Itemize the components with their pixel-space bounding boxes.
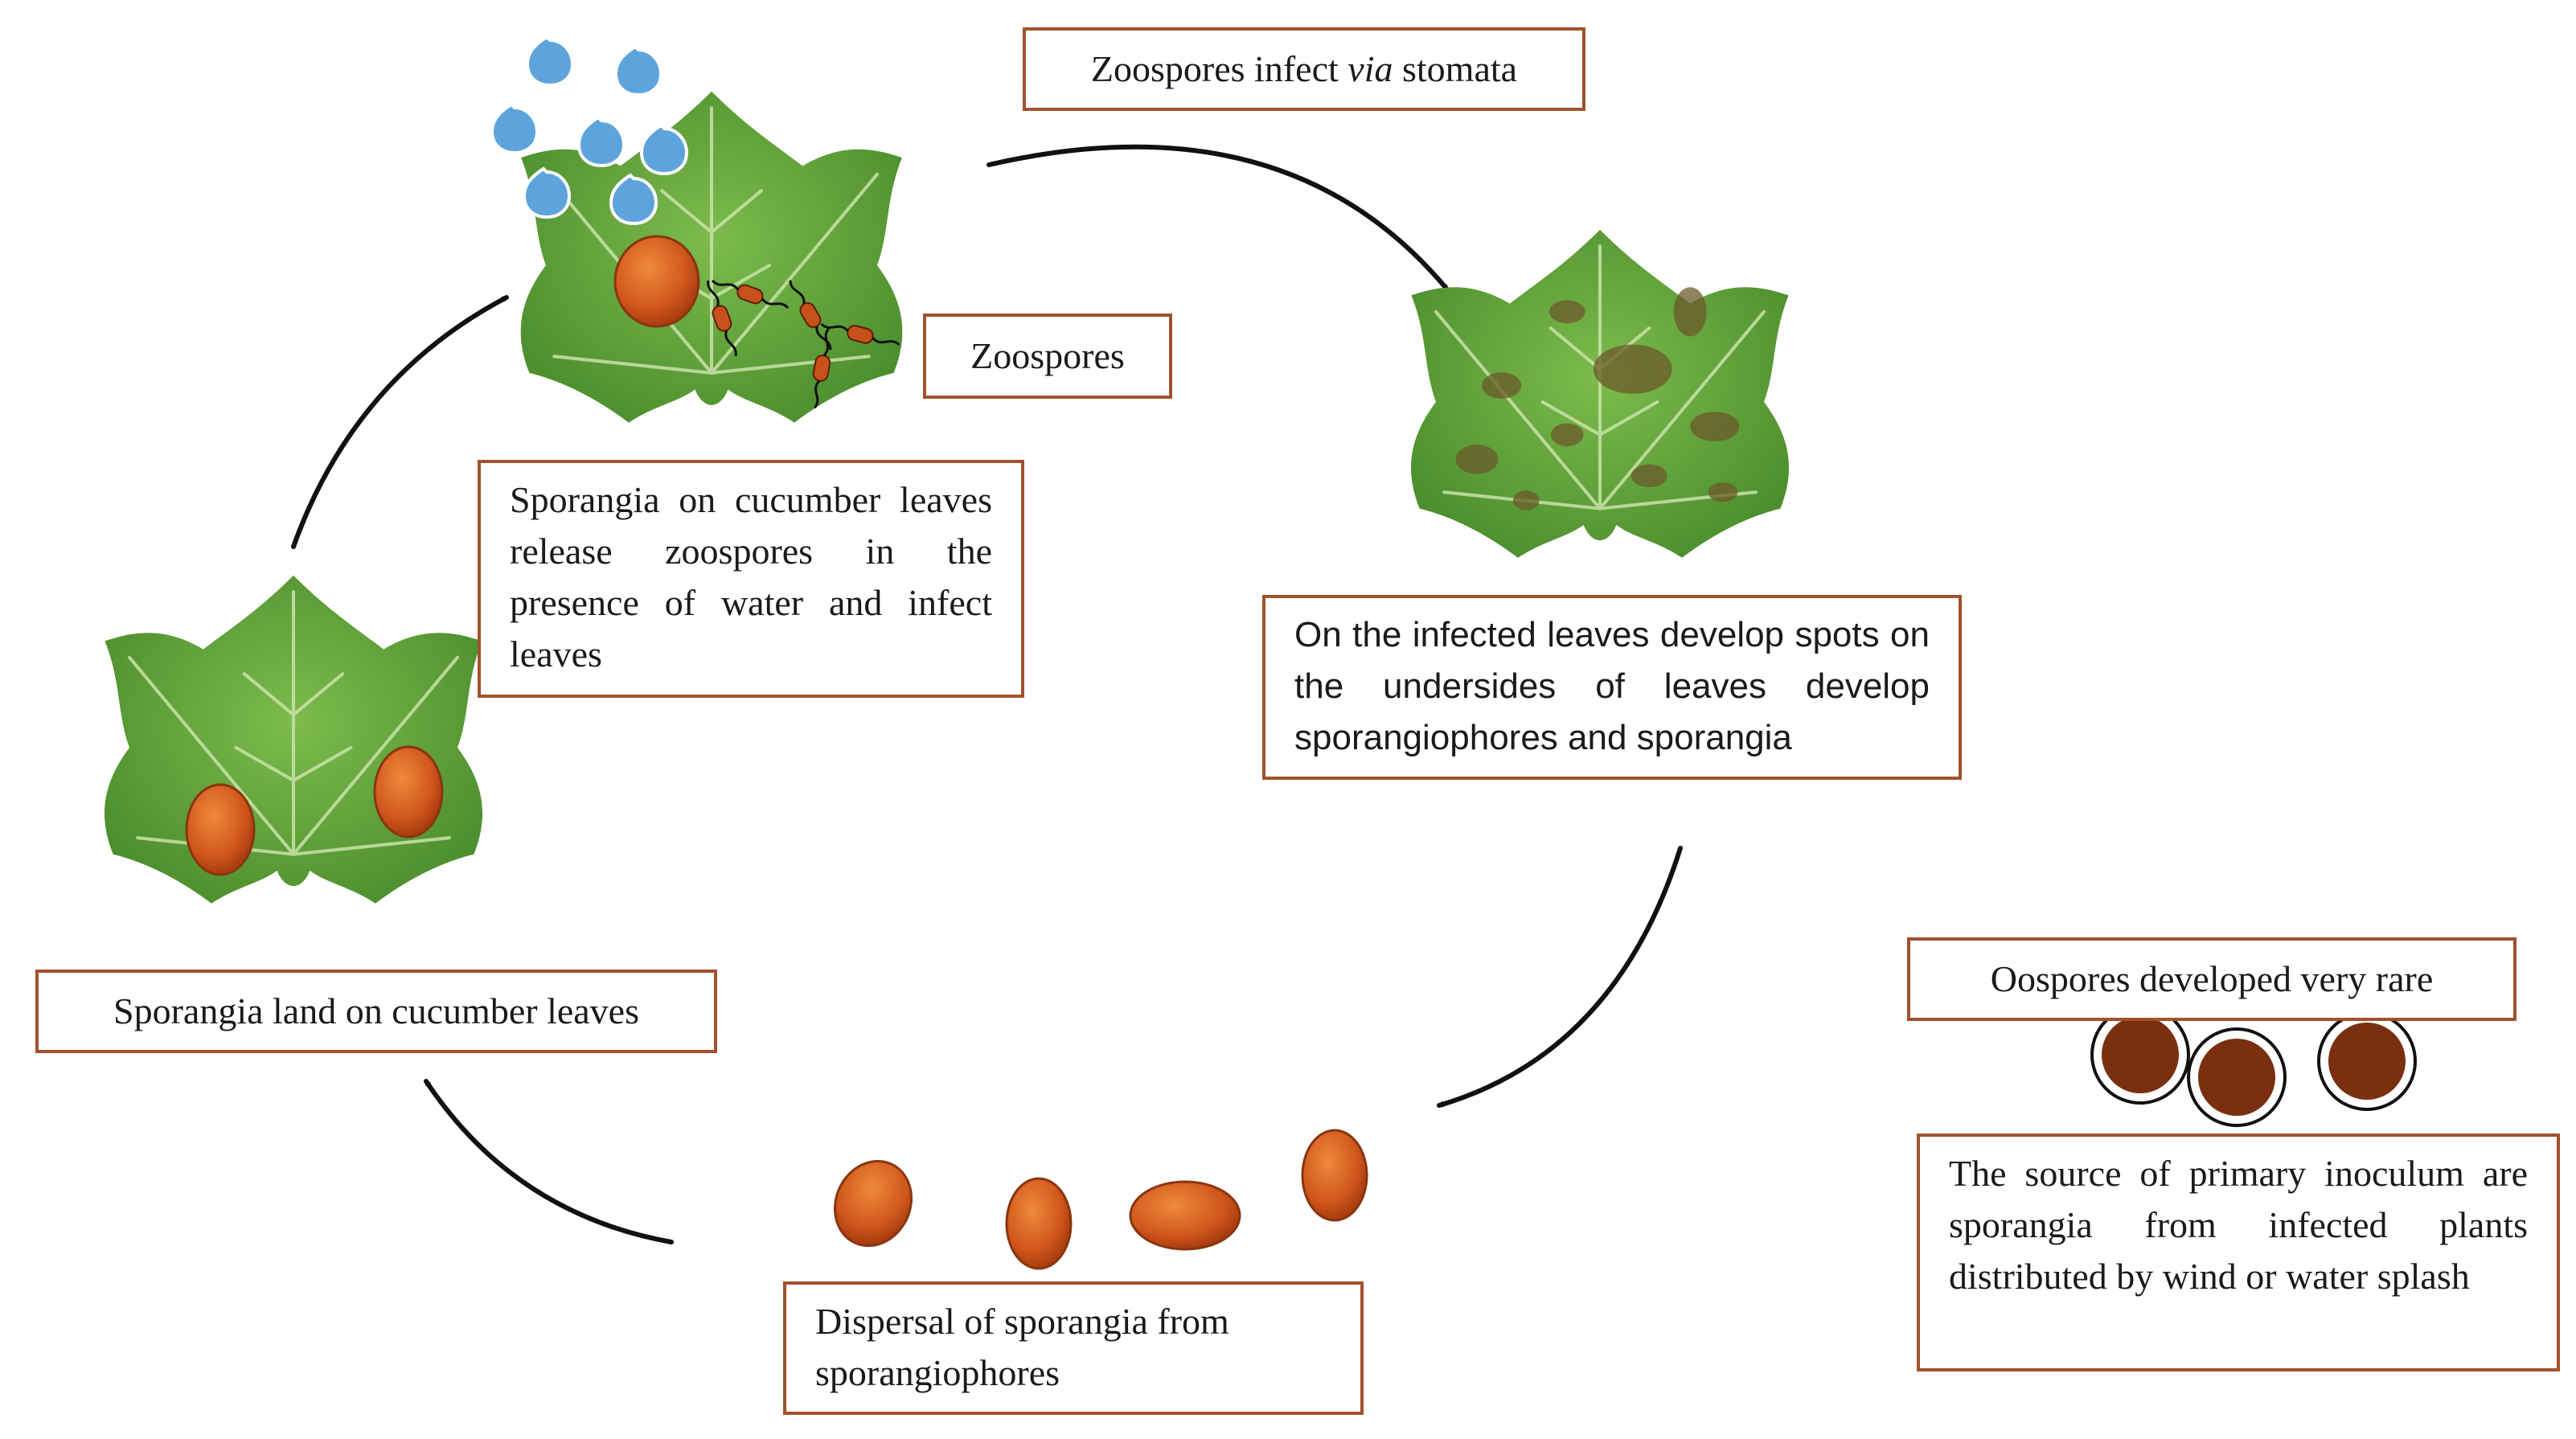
label-zoospores: Zoospores	[923, 314, 1172, 399]
label-sporangia-land: Sporangia land on cucumber leaves	[35, 970, 717, 1053]
arrow-to-land-icon	[424, 1079, 674, 1244]
sporangium-icon	[613, 235, 700, 328]
label-dispersal: Dispersal of sporangia from sporangiopho…	[783, 1281, 1364, 1415]
oospores-icon	[2090, 1005, 2417, 1127]
label-zoospores-infect: Zoospores infect via stomata	[1023, 27, 1585, 111]
label-sporangia-release: Sporangia on cucumber leaves release zoo…	[478, 460, 1024, 698]
label-oospores: Oospores developed very rare	[1907, 937, 2517, 1021]
sporangium-icon	[185, 783, 256, 876]
arrow-to-infected-leaf-icon	[987, 144, 1450, 292]
cycle-arrows	[291, 144, 1683, 1244]
label-primary-inoculum: The source of primary inoculum are spora…	[1917, 1134, 2560, 1371]
arrow-to-dispersal-icon	[1437, 846, 1683, 1108]
arrow-to-release-icon	[291, 295, 509, 549]
label-infected-leaves-spots: On the infected leaves develop spots on …	[1262, 595, 1962, 780]
leaf-sporangia-land-icon	[104, 575, 483, 904]
infected-leaf-icon	[1410, 229, 1790, 558]
dispersed-sporangia-icon	[833, 1129, 1368, 1270]
sporangium-icon	[373, 745, 444, 838]
